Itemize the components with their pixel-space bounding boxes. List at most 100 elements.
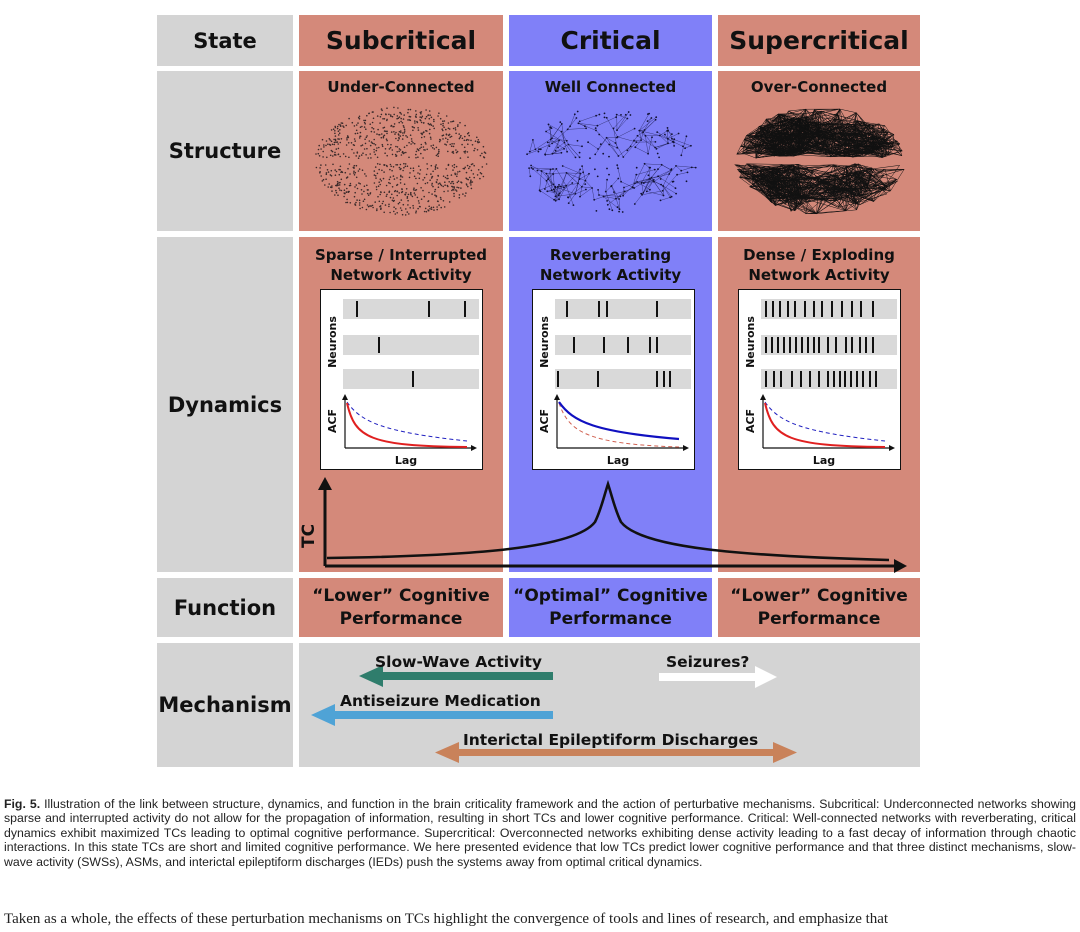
network-node [330, 149, 333, 152]
network-node [415, 150, 418, 153]
network-edge [752, 176, 767, 196]
network-node [545, 179, 548, 182]
supercritical-function-cell: “Lower” Cognitive Performance [718, 578, 920, 637]
network-node [565, 184, 568, 187]
network-node [361, 193, 363, 195]
network-node [368, 140, 371, 142]
network-edge [751, 172, 771, 202]
network-node [334, 132, 336, 135]
antiseizure-arrow-shaft [333, 711, 553, 719]
network-edge [594, 196, 604, 200]
network-edge [872, 181, 898, 194]
network-edge [816, 173, 849, 178]
network-node [394, 153, 397, 156]
network-edge [585, 180, 593, 189]
network-edge [531, 165, 547, 174]
network-edge [761, 175, 790, 201]
network-node [587, 141, 589, 144]
network-node [655, 148, 658, 150]
network-node [400, 209, 403, 212]
network-node [422, 189, 424, 192]
network-node [448, 128, 451, 130]
network-node [326, 169, 329, 171]
network-edge [616, 118, 628, 131]
ied-left-arrowhead [435, 742, 459, 763]
network-node [483, 151, 486, 153]
network-node [334, 169, 336, 171]
network-node [464, 124, 466, 127]
network-edge [812, 178, 835, 202]
network-node [640, 192, 643, 195]
network-node [636, 181, 638, 183]
network-edge [847, 123, 885, 145]
network-node [330, 129, 333, 131]
network-node [476, 136, 478, 139]
network-edge [578, 123, 585, 127]
network-node [369, 153, 371, 155]
sparse-activity-label-line1: Sparse / Interrupted [315, 246, 487, 264]
network-edge [568, 183, 579, 198]
network-node [618, 210, 620, 213]
slow-wave-arrow-shaft [381, 672, 553, 680]
network-node [675, 192, 677, 195]
network-node [400, 130, 402, 132]
network-edge [824, 154, 831, 158]
network-edge [799, 119, 812, 148]
network-node [416, 182, 419, 185]
network-node [321, 138, 324, 141]
network-node [339, 189, 341, 191]
network-node [347, 190, 350, 193]
network-edge [836, 113, 847, 134]
network-edge [872, 125, 878, 154]
network-node [343, 195, 345, 198]
network-edge [659, 130, 668, 136]
network-edge [557, 142, 565, 148]
network-edge [613, 114, 626, 129]
network-node [391, 193, 393, 196]
network-edge [820, 180, 839, 188]
network-node [604, 190, 607, 193]
network-node [411, 195, 414, 198]
network-node [397, 202, 400, 205]
network-node [453, 192, 455, 195]
network-edge [595, 130, 610, 145]
network-node [472, 173, 475, 175]
network-node [460, 187, 462, 189]
network-edge [801, 130, 835, 135]
network-edge [851, 186, 874, 202]
network-edge [560, 172, 567, 187]
network-node [430, 145, 432, 147]
acf-solid-curve [558, 401, 680, 441]
network-node [643, 162, 646, 165]
network-node [337, 143, 339, 145]
network-node [415, 110, 417, 112]
network-node [383, 126, 386, 129]
network-node [405, 208, 407, 210]
network-edge [555, 182, 573, 197]
network-edge [846, 165, 871, 170]
network-node [551, 152, 554, 155]
network-edge [831, 151, 851, 154]
network-node [594, 153, 597, 156]
network-edge [647, 137, 653, 154]
network-edge [528, 168, 531, 177]
network-node [577, 182, 579, 185]
network-node [358, 182, 360, 184]
network-node [355, 164, 358, 167]
network-edge [529, 149, 536, 152]
network-edge [658, 169, 672, 177]
network-node [380, 108, 383, 110]
network-node [398, 192, 400, 194]
network-node [389, 211, 391, 214]
network-node [430, 206, 433, 209]
network-node [436, 179, 438, 181]
network-node [578, 178, 581, 180]
well-connected-label: Well Connected [544, 78, 677, 96]
network-node [409, 172, 411, 174]
network-edge [581, 166, 586, 181]
network-node [547, 123, 550, 126]
network-node [337, 134, 340, 136]
network-node [315, 153, 317, 155]
network-node [407, 119, 409, 121]
network-node [417, 156, 419, 158]
